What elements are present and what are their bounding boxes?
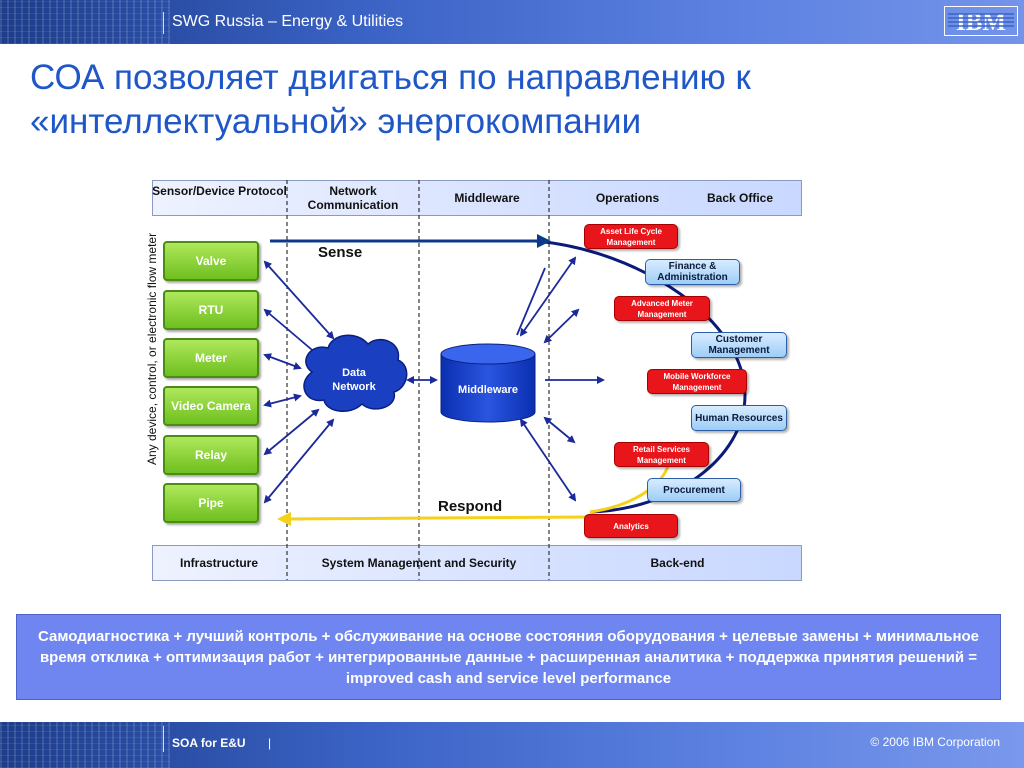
header-separator <box>163 12 164 34</box>
band-network-communication: Network Communication <box>307 184 399 212</box>
band-sensor-protocol: Sensor/Device Protocol <box>152 184 287 198</box>
data-network-label-1: Data <box>342 367 367 379</box>
band-system-management: System Management and Security <box>321 556 517 570</box>
op-analytics: Analytics <box>584 514 678 538</box>
footer-pipe: | <box>268 736 272 750</box>
device-rtu: RTU <box>163 290 259 330</box>
slide-title: СОА позволяет двигаться по направлению к… <box>30 56 990 144</box>
op-human-resources: Human Resources <box>691 405 787 431</box>
device-pipe: Pipe <box>163 483 259 523</box>
operations-arc-yellow <box>589 464 670 514</box>
summary-text: Самодиагностика + лучший контроль + обсл… <box>37 627 980 687</box>
middleware-cylinder <box>440 343 536 423</box>
footer-label: SOA for E&U <box>172 736 246 750</box>
device-valve: Valve <box>163 241 259 281</box>
op-finance-administration: Finance & Administration <box>645 259 740 285</box>
sense-label: Sense <box>318 244 363 261</box>
header-pattern <box>0 0 170 44</box>
band-infrastructure: Infrastructure <box>179 556 259 570</box>
footer-bar: SOA for E&U | © 2006 IBM Corporation <box>0 722 1024 768</box>
ibm-logo: IBM <box>944 6 1018 36</box>
connector-arrows <box>263 256 605 504</box>
top-band <box>152 180 802 216</box>
slide-title-line-1: СОА позволяет двигаться по направлению к <box>30 58 751 97</box>
data-network-cloud: Data Network <box>303 334 408 412</box>
respond-label: Respond <box>438 498 503 515</box>
op-procurement: Procurement <box>647 478 741 502</box>
middleware-cylinder-label: Middleware <box>458 384 518 396</box>
header-bar: SWG Russia – Energy & Utilities IBM <box>0 0 1024 44</box>
op-asset-life-cycle: Asset Life Cycle Management <box>584 224 678 249</box>
device-video-camera: Video Camera <box>163 386 259 426</box>
slide-title-line-2: «интеллектуальной» энергокомпании <box>30 102 642 141</box>
op-mobile-workforce: Mobile Workforce Management <box>647 369 747 394</box>
header-title: SWG Russia – Energy & Utilities <box>172 13 404 30</box>
bottom-band <box>152 545 802 581</box>
band-back-office: Back Office <box>706 191 774 205</box>
footer-copyright: © 2006 IBM Corporation <box>870 735 1000 749</box>
respond-arrow <box>277 511 591 526</box>
op-retail-services: Retail Services Management <box>614 442 709 467</box>
device-relay: Relay <box>163 435 259 475</box>
op-customer-management: Customer Management <box>691 332 787 358</box>
band-back-end: Back-end <box>650 556 705 570</box>
op-advanced-meter: Advanced Meter Management <box>614 296 710 321</box>
footer-pattern <box>0 722 170 768</box>
data-network-label-2: Network <box>332 381 376 393</box>
band-middleware: Middleware <box>454 191 520 205</box>
band-operations: Operations <box>595 191 660 205</box>
vertical-device-label: Any device, control, or electronic flow … <box>145 232 159 465</box>
device-meter: Meter <box>163 338 259 378</box>
footer-separator <box>163 726 164 752</box>
summary-box: Самодиагностика + лучший контроль + обсл… <box>16 614 1001 700</box>
